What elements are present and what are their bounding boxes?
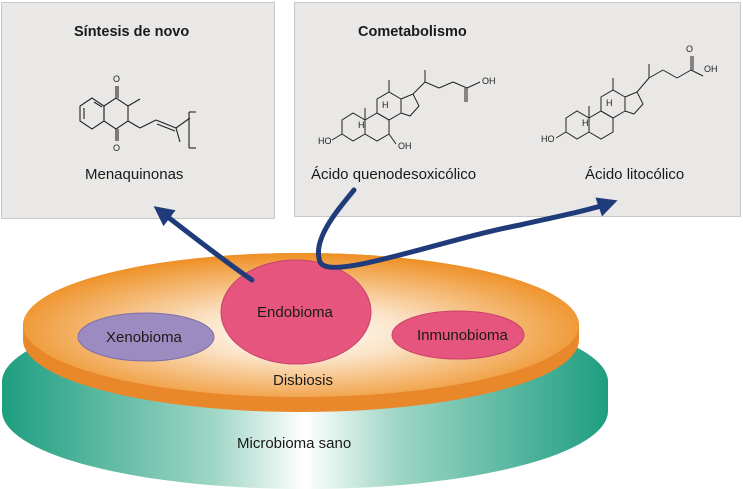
svg-text:OH: OH [398, 141, 412, 151]
panel-title-right: Cometabolismo [358, 24, 467, 40]
label-menaquinonas: Menaquinonas [85, 166, 184, 183]
svg-text:H: H [382, 100, 389, 110]
label-disbiosis: Disbiosis [273, 372, 334, 389]
label-acido-quenodesoxicolico: Ácido quenodesoxicólico [311, 166, 477, 183]
chenodeoxycholic-acid-structure: HO OH OH H H [318, 70, 496, 151]
svg-text:HO: HO [541, 134, 555, 144]
label-acido-litocolico: Ácido litocólico [585, 166, 685, 183]
xenobioma-ellipse [77, 312, 215, 362]
lithocholic-acid-structure: HO OH O H H [541, 44, 718, 144]
panel-title-left: Síntesis de novo [74, 24, 190, 40]
endobioma-circle [220, 259, 372, 365]
arrow-to-menaquinonas [153, 206, 255, 283]
label-microbioma-sano: Microbioma sano [237, 435, 352, 452]
label-xenobioma: Xenobioma [106, 329, 182, 346]
inmunobioma-ellipse [391, 310, 525, 360]
svg-text:H: H [606, 98, 613, 108]
svg-text:O: O [113, 74, 120, 84]
svg-text:OH: OH [704, 64, 718, 74]
menaquinone-structure: O O [79, 74, 196, 153]
panel-sintesis-de-novo: Síntesis de novo Menaquinonas [1, 2, 275, 219]
svg-text:OH: OH [482, 76, 496, 86]
panel-cometabolismo: Cometabolismo Ácido quenodesoxicólico Ác… [294, 2, 741, 217]
label-inmunobioma: Inmunobioma [417, 327, 508, 344]
svg-text:HO: HO [318, 136, 332, 146]
arrow-to-acido-litocolico [316, 187, 618, 270]
svg-text:H: H [582, 118, 589, 128]
svg-text:O: O [113, 143, 120, 153]
svg-text:O: O [686, 44, 693, 54]
svg-text:H: H [358, 120, 365, 130]
label-endobioma: Endobioma [257, 304, 333, 321]
